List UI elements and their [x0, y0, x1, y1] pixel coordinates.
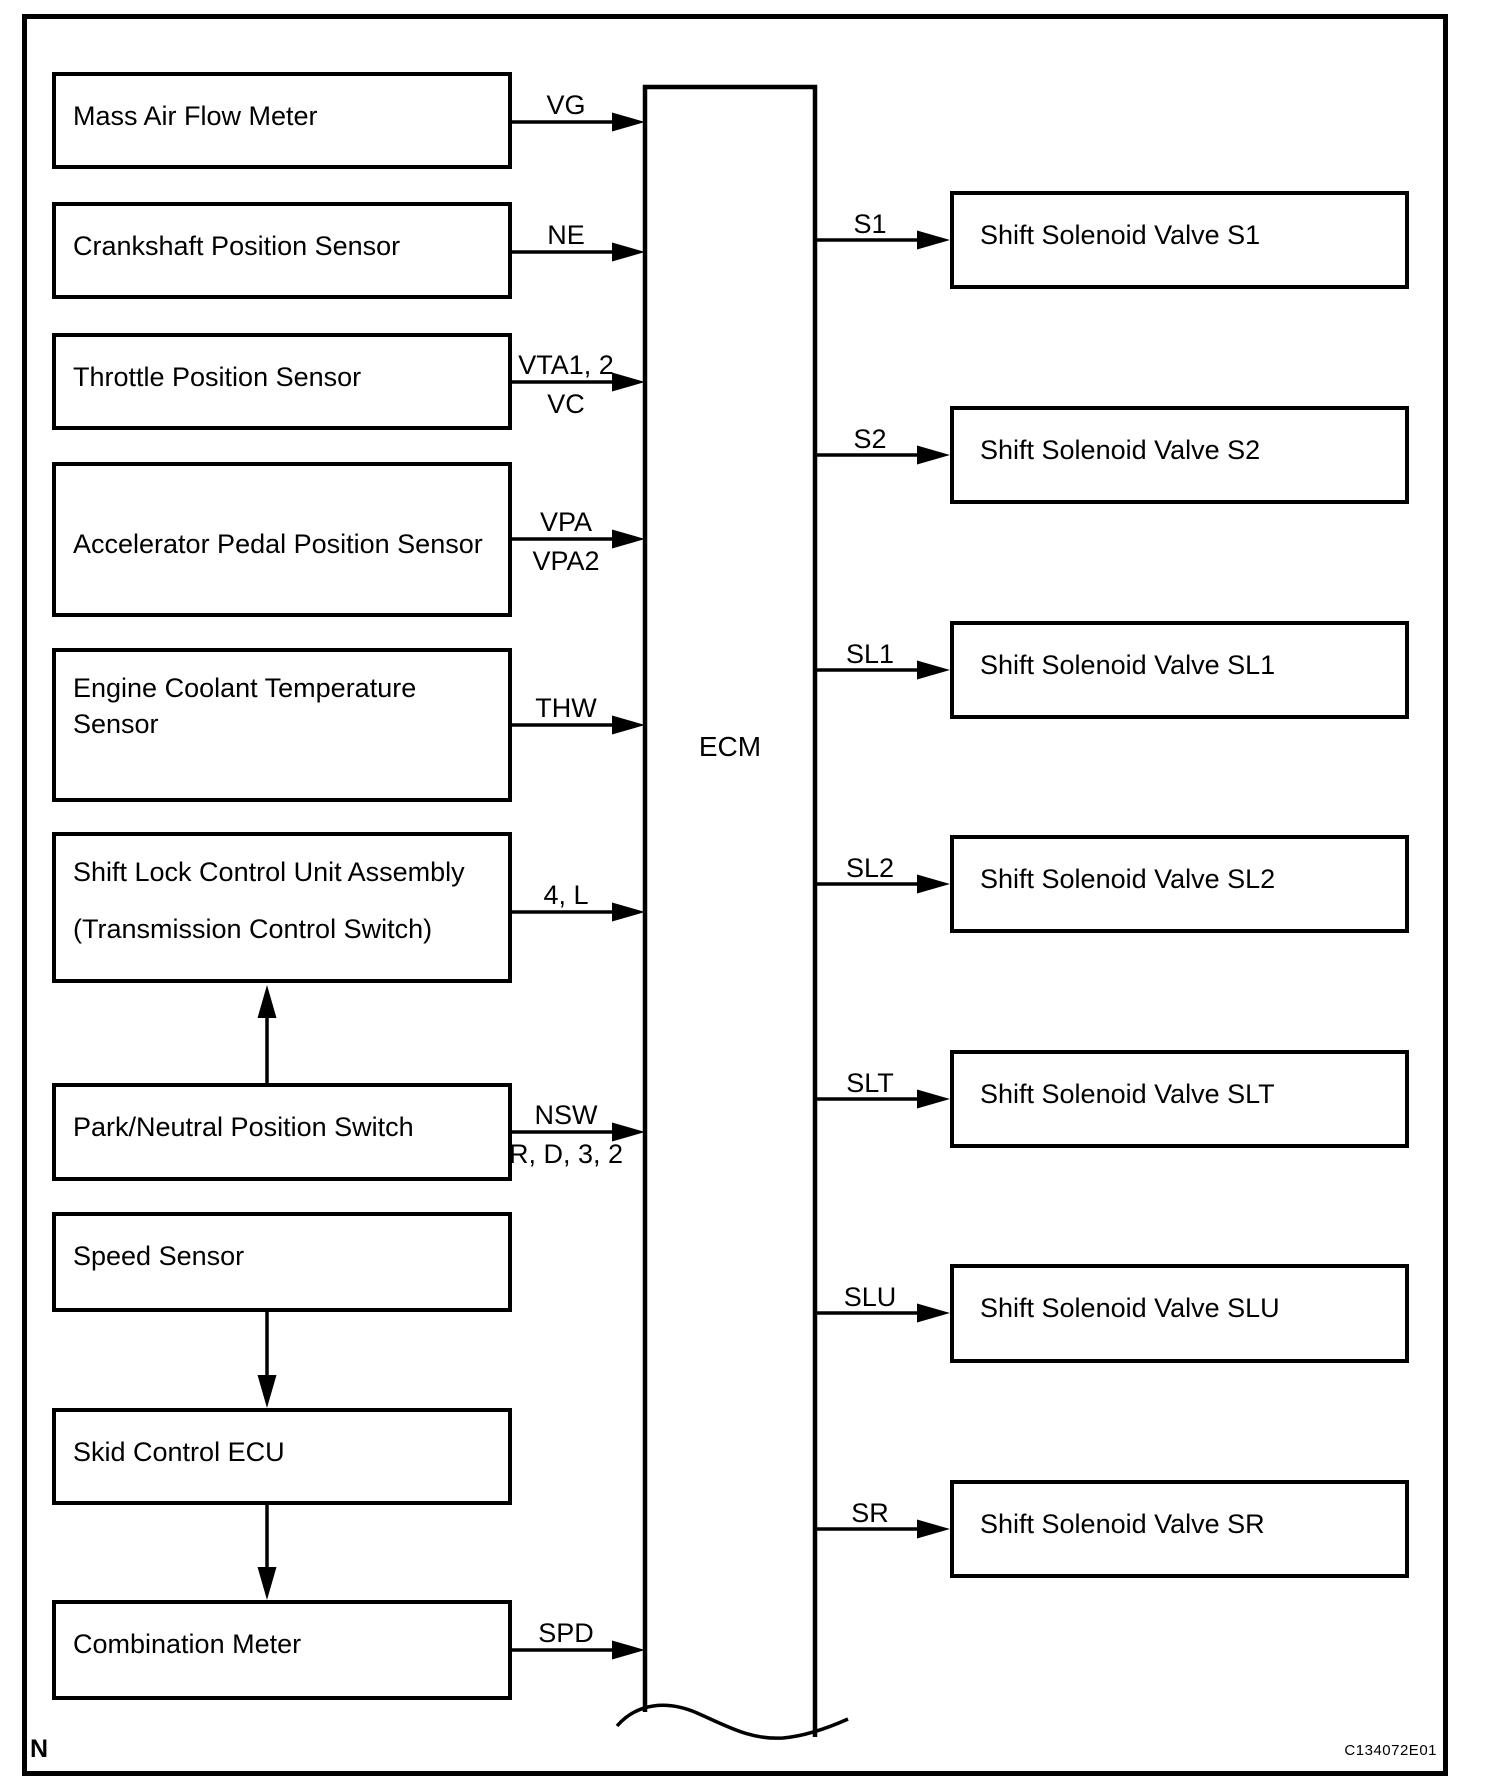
input-box-engine-coolant-temperature-sensor: Engine Coolant Temperature Sensor: [52, 648, 512, 802]
input-box-park-neutral-position-switch: Park/Neutral Position Switch: [52, 1083, 512, 1181]
corner-label: N: [30, 1735, 49, 1763]
signal-label-slu: SLU: [843, 1282, 897, 1312]
sl2-arrowhead: [917, 874, 950, 894]
output-box-shift-solenoid-valve-sr: Shift Solenoid Valve SR: [950, 1480, 1409, 1578]
input-box-label: Combination Meter: [73, 1629, 302, 1659]
output-box-label: Shift Solenoid Valve SL1: [980, 650, 1276, 680]
signal-label-spd: SPD: [538, 1618, 594, 1648]
s1-arrowhead: [917, 230, 950, 250]
pnp-to-shiftlock-arrowhead: [257, 985, 277, 1018]
signal-label-s1: S1: [853, 209, 887, 239]
vpa-arrowhead: [612, 529, 645, 549]
output-box-label: Shift Solenoid Valve SR: [980, 1509, 1265, 1539]
output-box-shift-solenoid-valve-sl1: Shift Solenoid Valve SL1: [950, 621, 1409, 719]
signal-label-vta12: VTA1, 2: [518, 350, 614, 380]
input-box-accelerator-pedal-position-sensor: Accelerator Pedal Position Sensor: [52, 462, 512, 617]
slu-arrowhead: [917, 1303, 950, 1323]
thw-arrowhead: [612, 715, 645, 735]
signal-label-vpa: VPA: [539, 507, 593, 537]
signal-label-thw: THW: [535, 693, 597, 723]
input-box-label: Throttle Position Sensor: [73, 362, 362, 392]
output-box-shift-solenoid-valve-slu: Shift Solenoid Valve SLU: [950, 1264, 1409, 1363]
input-box-speed-sensor: Speed Sensor: [52, 1212, 512, 1312]
input-box-skid-control-ecu: Skid Control ECU: [52, 1408, 512, 1505]
input-box-shift-lock-control-unit: Shift Lock Control Unit Assembly (Transm…: [52, 832, 512, 983]
signal-label-vpa2: VPA2: [532, 546, 600, 576]
output-box-label: Shift Solenoid Valve S2: [980, 435, 1261, 465]
signal-label-nsw: NSW: [534, 1100, 598, 1130]
skid-to-combi-arrowhead: [257, 1567, 277, 1600]
input-box-mass-air-flow-meter: Mass Air Flow Meter: [52, 72, 512, 169]
vg-arrowhead: [612, 112, 645, 132]
output-box-shift-solenoid-valve-s2: Shift Solenoid Valve S2: [950, 406, 1409, 504]
input-box-label: Engine Coolant Temperature Sensor: [73, 673, 417, 739]
signal-label-vc: VC: [547, 389, 585, 419]
input-box-label: Crankshaft Position Sensor: [73, 231, 401, 261]
sr-arrowhead: [917, 1519, 950, 1539]
signal-label-rd32: R, D, 3, 2: [508, 1139, 624, 1169]
signal-label-slt: SLT: [846, 1068, 894, 1098]
ecm-break-wave: [615, 1703, 849, 1740]
signal-label-4l: 4, L: [543, 880, 589, 910]
figure-code: C134072E01: [1344, 1742, 1437, 1759]
output-box-shift-solenoid-valve-slt: Shift Solenoid Valve SLT: [950, 1050, 1409, 1148]
speed-to-skid-arrowhead: [257, 1375, 277, 1408]
signal-label-sl1: SL1: [845, 639, 895, 669]
input-box-sublabel: (Transmission Control Switch): [73, 914, 433, 944]
input-box-label: Shift Lock Control Unit Assembly: [73, 857, 465, 887]
signal-label-sr: SR: [851, 1498, 889, 1528]
nsw-arrowhead: [612, 1122, 645, 1142]
output-box-shift-solenoid-valve-s1: Shift Solenoid Valve S1: [950, 191, 1409, 289]
input-box-label: Skid Control ECU: [73, 1437, 285, 1467]
input-box-label: Speed Sensor: [73, 1241, 245, 1271]
output-box-label: Shift Solenoid Valve SLT: [980, 1079, 1275, 1109]
signal-label-s2: S2: [853, 424, 887, 454]
signal-label-ne: NE: [547, 220, 585, 250]
output-box-shift-solenoid-valve-sl2: Shift Solenoid Valve SL2: [950, 835, 1409, 933]
input-box-label: Accelerator Pedal Position Sensor: [73, 529, 483, 559]
output-box-label: Shift Solenoid Valve S1: [980, 220, 1261, 250]
input-box-label: Park/Neutral Position Switch: [73, 1112, 414, 1142]
input-box-label: Mass Air Flow Meter: [73, 101, 318, 131]
spd-arrowhead: [612, 1640, 645, 1660]
s2-arrowhead: [917, 445, 950, 465]
sl1-arrowhead: [917, 660, 950, 680]
ecm-box-outline: [642, 84, 818, 1737]
output-box-label: Shift Solenoid Valve SL2: [980, 864, 1276, 894]
slt-arrowhead: [917, 1089, 950, 1109]
signal-label-sl2: SL2: [845, 853, 895, 883]
input-box-combination-meter: Combination Meter: [52, 1600, 512, 1700]
input-box-crankshaft-position-sensor: Crankshaft Position Sensor: [52, 202, 512, 299]
output-box-label: Shift Solenoid Valve SLU: [980, 1293, 1280, 1323]
signal-label-vg: VG: [546, 90, 586, 120]
input-box-throttle-position-sensor: Throttle Position Sensor: [52, 333, 512, 430]
4l-arrowhead: [612, 902, 645, 922]
outer-border: [22, 14, 1448, 1776]
ecm-label: ECM: [698, 731, 762, 762]
ne-arrowhead: [612, 242, 645, 262]
vta-arrowhead: [612, 372, 645, 392]
